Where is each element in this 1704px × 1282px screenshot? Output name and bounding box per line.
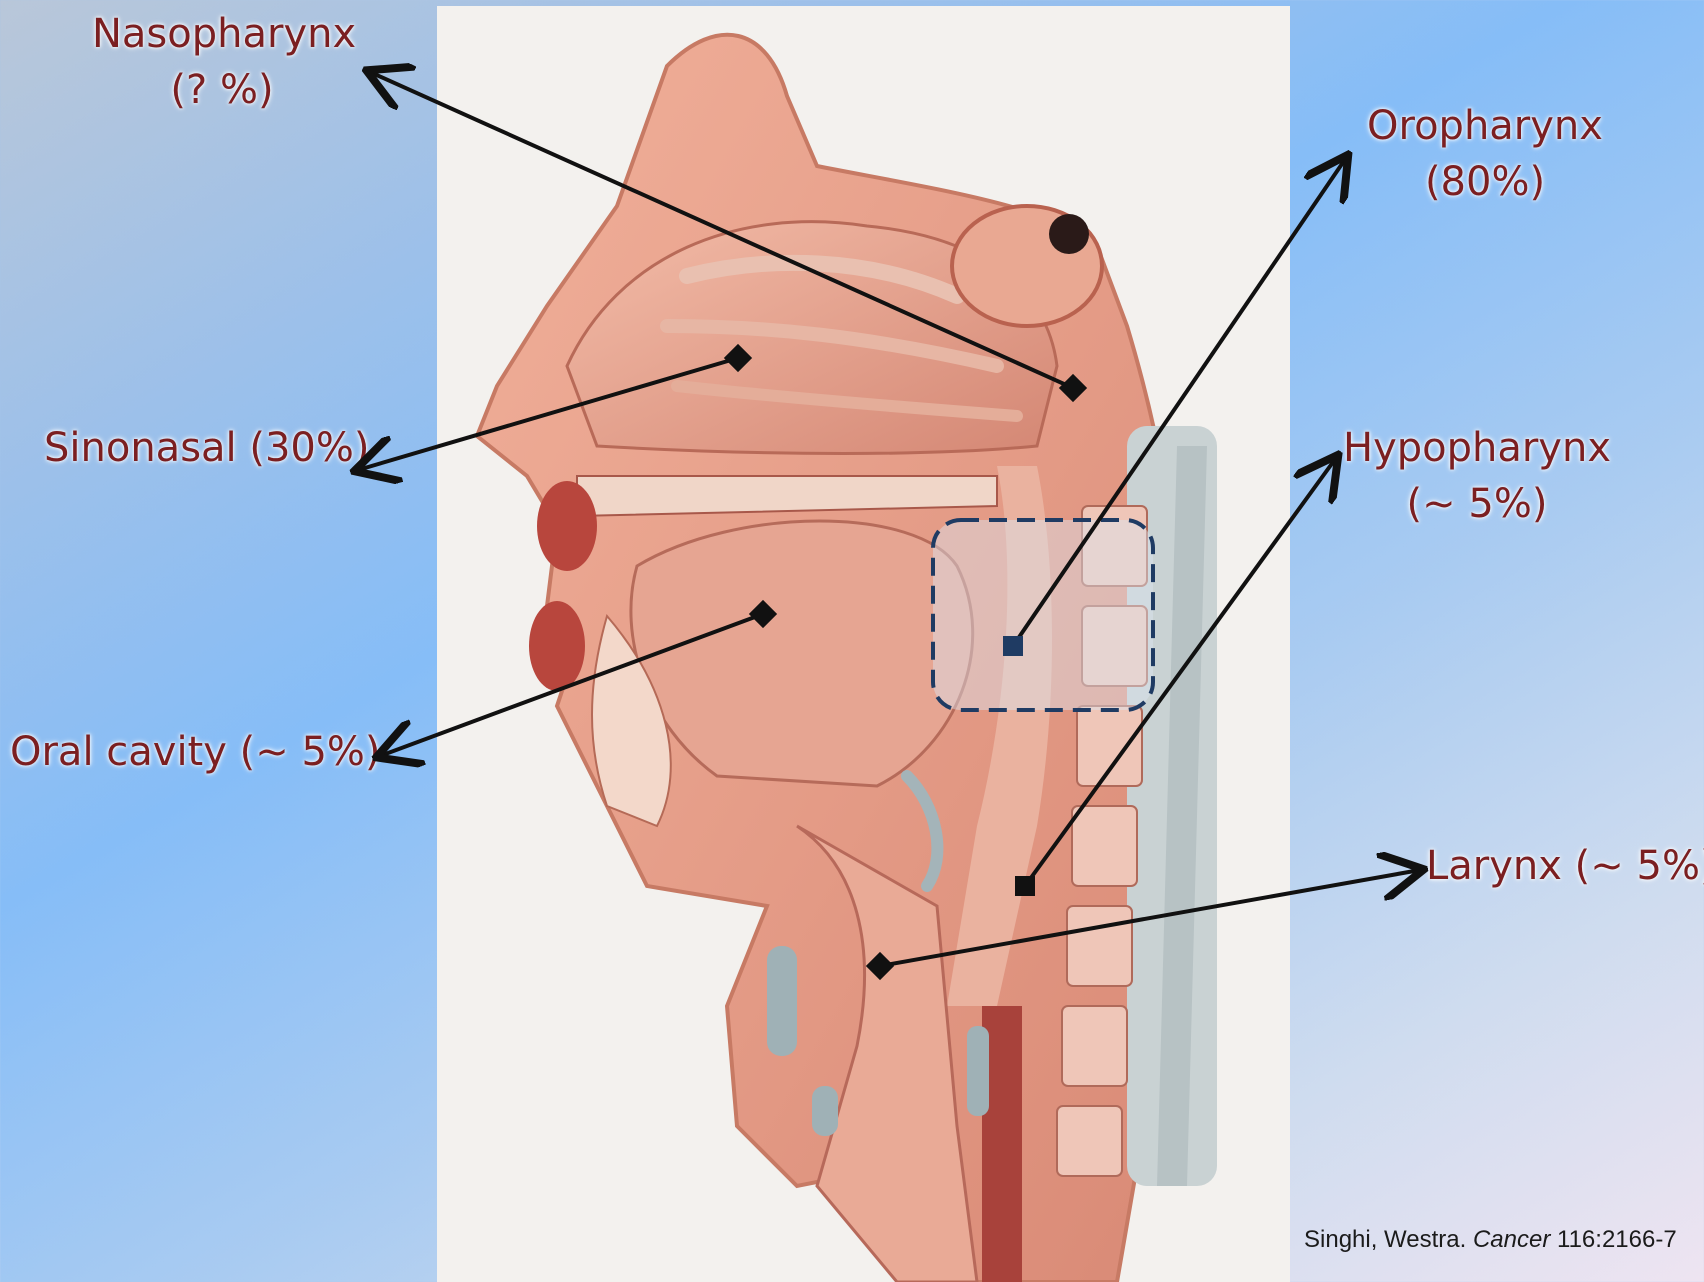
oral-cavity-text: Oral cavity (~ 5%) bbox=[10, 724, 381, 780]
head-neck-sagittal-model bbox=[437, 6, 1290, 1282]
citation-journal: Cancer bbox=[1473, 1226, 1550, 1253]
anatomy-photo bbox=[437, 6, 1290, 1282]
nasopharynx-percent: (? %) bbox=[92, 62, 352, 118]
upper-lip bbox=[537, 481, 597, 571]
lower-lip bbox=[529, 601, 585, 691]
thyroid-cartilage bbox=[767, 946, 797, 1056]
sinonasal-text: Sinonasal (30%) bbox=[44, 420, 370, 476]
trachea-ring bbox=[967, 1026, 989, 1116]
larynx-label: Larynx (~ 5%) bbox=[1426, 838, 1704, 894]
oropharynx-name: Oropharynx bbox=[1360, 98, 1610, 154]
nasopharynx-label: Nasopharynx (? %) bbox=[92, 6, 352, 118]
oral-cavity-label: Oral cavity (~ 5%) bbox=[10, 724, 381, 780]
hypopharynx-label: Hypopharynx (~ 5%) bbox=[1342, 420, 1612, 532]
citation-ref: 116:2166-7 bbox=[1550, 1226, 1676, 1253]
citation: Singhi, Westra. Cancer 116:2166-7 bbox=[1304, 1226, 1677, 1254]
citation-authors: Singhi, Westra. bbox=[1304, 1226, 1473, 1253]
oropharynx-percent: (80%) bbox=[1360, 154, 1610, 210]
larynx-text: Larynx (~ 5%) bbox=[1426, 838, 1704, 894]
oropharynx-label: Oropharynx (80%) bbox=[1360, 98, 1610, 210]
cricoid-cartilage bbox=[812, 1086, 838, 1136]
tongue bbox=[631, 521, 973, 786]
hypopharynx-name: Hypopharynx bbox=[1342, 420, 1612, 476]
nasopharynx-name: Nasopharynx bbox=[92, 6, 352, 62]
sinonasal-label: Sinonasal (30%) bbox=[44, 420, 370, 476]
hypopharynx-percent: (~ 5%) bbox=[1342, 476, 1612, 532]
pituitary-marker bbox=[1049, 214, 1089, 254]
